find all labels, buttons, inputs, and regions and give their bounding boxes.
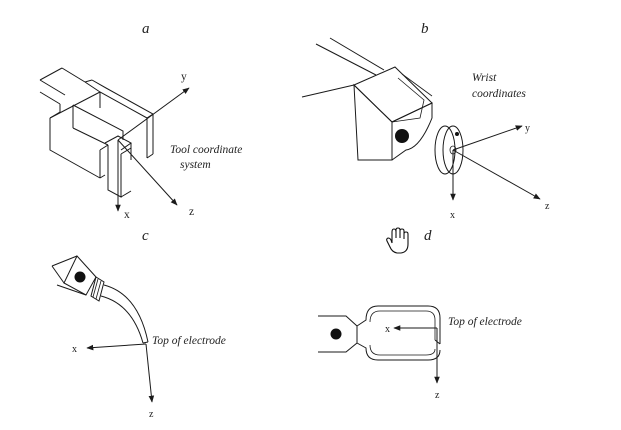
axis-label-y: y <box>525 123 530 134</box>
axis-label-z: z <box>545 201 550 212</box>
wrist-axes <box>450 125 541 201</box>
axis-y-arrow <box>452 125 523 151</box>
panel-letter-a: a <box>142 21 150 37</box>
electrode-axes-d <box>393 325 440 384</box>
wrist-block <box>353 66 464 175</box>
axis-x-arrow <box>86 343 147 351</box>
axis-label-z: z <box>435 390 440 401</box>
axis-z-arrow <box>117 139 178 206</box>
axis-label-z: z <box>149 409 154 420</box>
wrist-arm <box>301 37 385 98</box>
panel-letter-c: c <box>142 228 149 244</box>
panel-c: c x z Top of electrode <box>51 228 226 420</box>
panel-letter-b: b <box>421 21 429 37</box>
electrode-axes <box>86 343 155 403</box>
electrode-holder <box>51 255 149 344</box>
panel-a: a <box>39 21 242 221</box>
pivot-dot <box>395 129 409 143</box>
caption-tool-line2: system <box>180 159 211 171</box>
caption-wrist-line2: coordinates <box>472 88 526 100</box>
panel-b: b x y z Wrist <box>301 21 550 221</box>
axis-label-x: x <box>124 209 130 221</box>
electrode-holder-d <box>318 305 441 361</box>
axis-z-arrow <box>145 343 155 403</box>
caption-wrist-line1: Wrist <box>472 72 497 84</box>
axis-z-arrow <box>452 149 541 200</box>
tool-axes <box>115 87 190 212</box>
caption-electrode-d: Top of electrode <box>448 316 522 328</box>
axis-y-arrow <box>117 87 190 141</box>
axis-label-x: x <box>385 324 390 335</box>
holder-dot <box>330 328 342 340</box>
tool-gripper <box>49 79 154 198</box>
axis-label-x: x <box>72 344 77 355</box>
axis-label-z: z <box>189 206 194 218</box>
holder-dot <box>74 271 86 283</box>
caption-electrode-c: Top of electrode <box>152 335 226 347</box>
panel-d: d x z Top of electrode <box>318 228 522 401</box>
panel-letter-d: d <box>424 228 432 244</box>
caption-tool-line1: Tool coordinate <box>170 144 242 156</box>
axis-label-y: y <box>181 71 187 83</box>
axis-label-x: x <box>450 210 455 221</box>
hand-cursor-icon <box>386 227 409 254</box>
tool-arm <box>39 67 86 112</box>
